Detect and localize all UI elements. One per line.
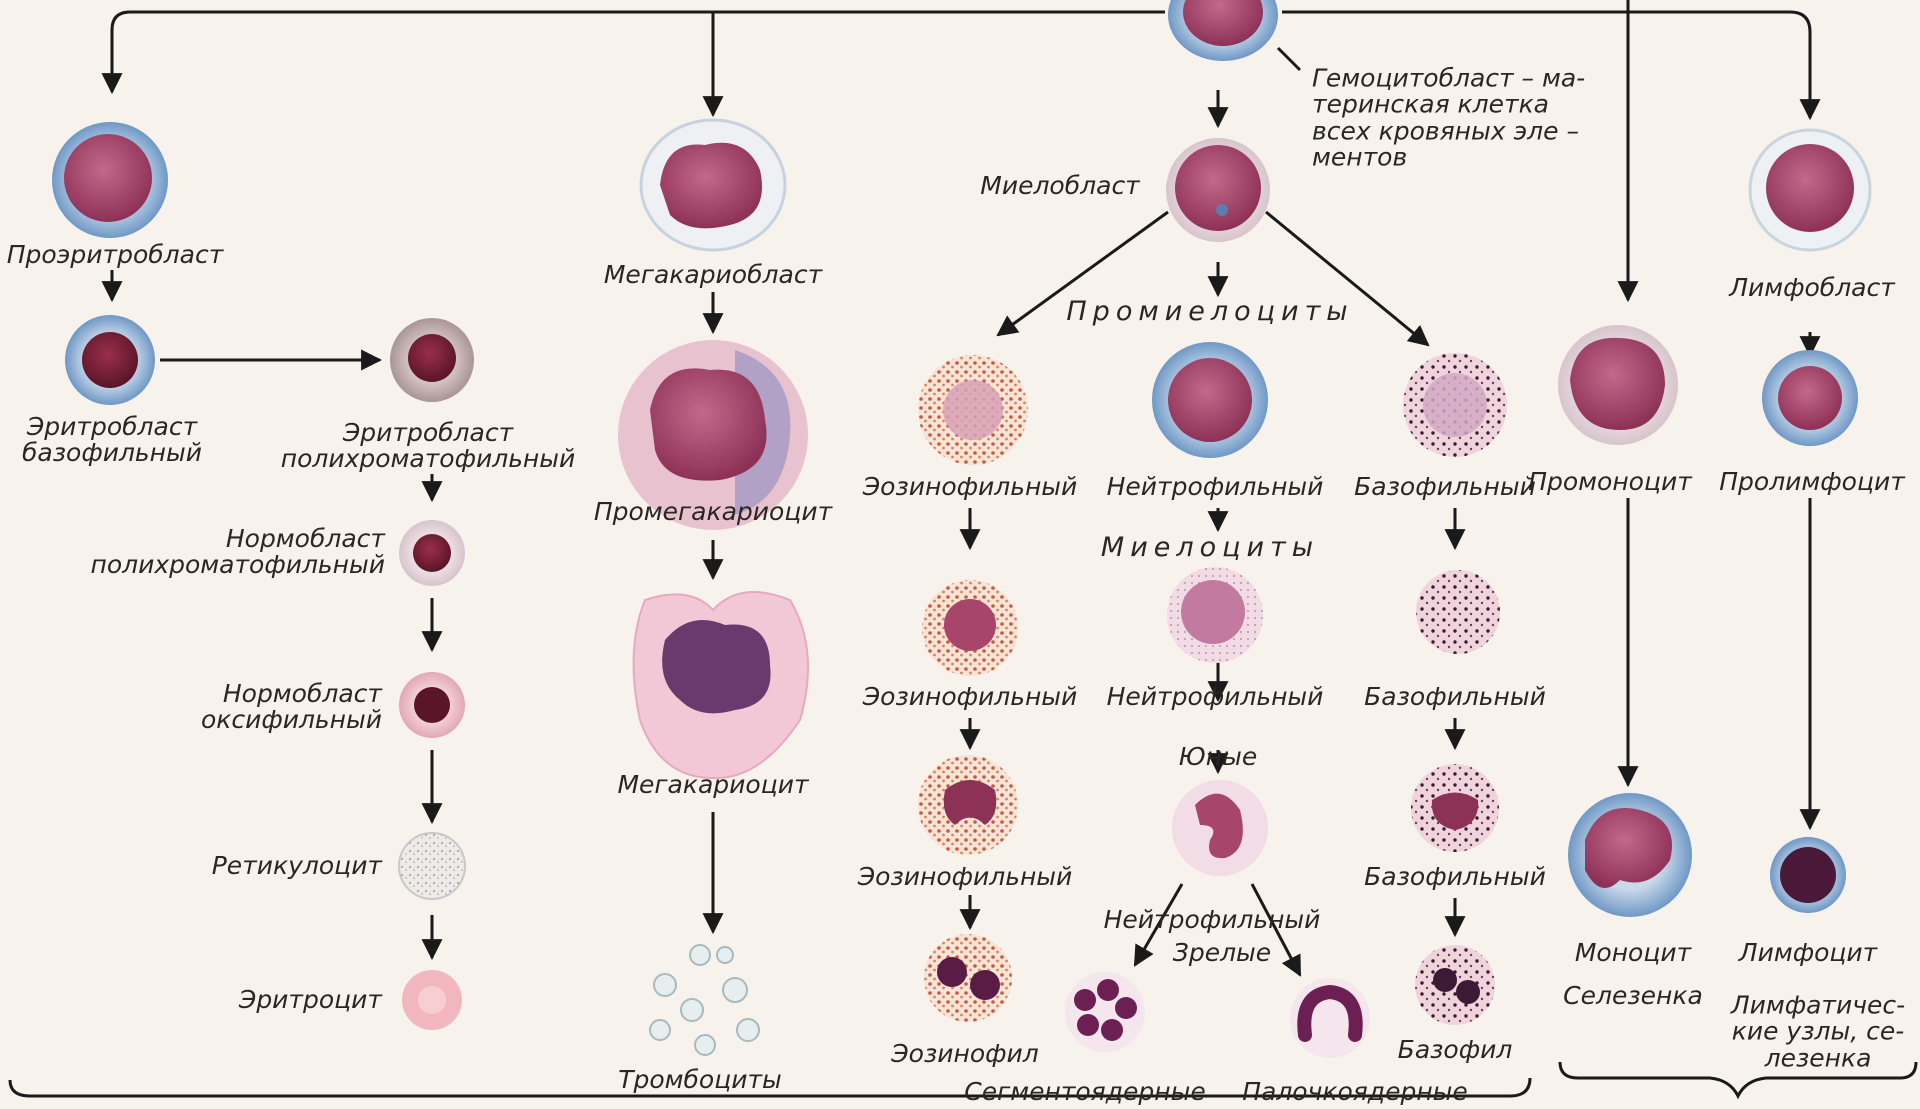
cell-myeloblast (1166, 138, 1270, 242)
label-hemocytoblast: Гемоцитобласт – ма- теринская клетка все… (1312, 66, 1585, 171)
cell-promonocyte (1558, 325, 1678, 445)
cell-eosinophil (924, 934, 1012, 1022)
arrow-top-to-proerythroblast (112, 12, 1165, 92)
label-myelocytes: Миелоциты (1101, 534, 1319, 562)
label-mature: Зрелые (1173, 940, 1271, 966)
cell-neutrophil-band (1290, 978, 1370, 1058)
cell-normoblast-oxyphilic (399, 672, 465, 738)
cell-erythroblast-basophilic (65, 315, 155, 405)
cell-proerythroblast (52, 122, 168, 238)
label-band: Палочкоядерные (1242, 1079, 1468, 1105)
label-thrombocytes: Тромбоциты (618, 1067, 782, 1093)
label-lymphoblast: Лимфобласт (1729, 275, 1895, 301)
cell-hemocytoblast (1168, 0, 1278, 61)
label-erythroblast-basophilic: Эритробласт базофильный (22, 414, 202, 467)
label-normoblast-polychromatophilic: Нормобласт полихроматофильный (90, 526, 385, 579)
label-lymph-nodes: Лимфатичес- кие узлы, се- лезенка (1731, 993, 1905, 1072)
label-reticulocyte: Ретикулоцит (212, 853, 382, 879)
cell-young-neutrophilic (1172, 780, 1268, 876)
cell-promyelocyte-eosinophilic (918, 355, 1028, 465)
label-proerythroblast: Проэритробласт (7, 242, 224, 268)
cell-young-basophilic (1411, 764, 1499, 852)
cell-basophil (1415, 945, 1495, 1025)
cell-promyelocyte-basophilic (1403, 353, 1507, 457)
label-myelocyte-basophilic: Базофильный (1364, 684, 1546, 710)
label-promyelocyte-basophilic: Базофильный (1354, 474, 1536, 500)
label-young-basophilic: Базофильный (1364, 864, 1546, 890)
cell-lymphocyte (1770, 837, 1846, 913)
cell-thrombocytes (650, 945, 759, 1055)
cell-myelocyte-basophilic (1416, 570, 1500, 654)
cell-neutrophil-segmented (1065, 972, 1145, 1052)
cell-young-eosinophilic (918, 755, 1018, 855)
label-promyelocytes: Промиелоциты (1066, 298, 1353, 326)
label-promyelocyte-eosinophilic: Эозинофильный (863, 474, 1078, 500)
label-erythroblast-polychromatophilic: Эритробласт полихроматофильный (281, 420, 576, 473)
label-megakaryocyte: Мегакариоцит (617, 772, 808, 798)
label-prolymphocyte: Пролимфоцит (1719, 469, 1905, 495)
label-promegakaryocyte: Промегакариоцит (594, 499, 832, 525)
label-spleen: Селезенка (1563, 983, 1703, 1009)
label-segmented: Сегментоядерные (964, 1079, 1205, 1105)
label-eosinophil: Эозинофил (891, 1041, 1039, 1067)
cell-promyelocyte-neutrophilic (1152, 342, 1268, 458)
label-young-eosinophilic: Эозинофильный (858, 864, 1073, 890)
label-young-neutrophilic: Нейтрофильный (1104, 907, 1321, 933)
cell-myelocyte-neutrophilic (1167, 567, 1263, 663)
label-myelocyte-neutrophilic: Нейтрофильный (1107, 684, 1324, 710)
label-myelocyte-eosinophilic: Эозинофильный (863, 684, 1078, 710)
label-basophil: Базофил (1398, 1037, 1513, 1063)
cell-lymphoblast (1750, 130, 1870, 250)
hemocytoblast-pointer (1278, 48, 1300, 70)
label-megakaryoblast: Мегакариобласт (604, 262, 822, 288)
label-normoblast-oxyphilic: Нормобласт оксифильный (201, 681, 382, 734)
label-monocyte: Моноцит (1575, 940, 1691, 966)
label-promonocyte: Промоноцит (1528, 469, 1692, 495)
cell-reticulocyte (399, 833, 465, 899)
label-promyelocyte-neutrophilic: Нейтрофильный (1107, 474, 1324, 500)
label-erythrocyte: Эритроцит (239, 987, 382, 1013)
cell-prolymphocyte (1762, 350, 1858, 446)
cell-megakaryocyte (634, 592, 808, 778)
cell-erythroblast-polychromatophilic (390, 318, 474, 402)
cell-myelocyte-eosinophilic (922, 580, 1018, 676)
label-lymphocyte: Лимфоцит (1739, 940, 1877, 966)
label-myeloblast: Миелобласт (980, 173, 1140, 199)
cell-monocyte (1568, 793, 1692, 917)
cell-megakaryoblast (641, 120, 785, 250)
cell-erythrocyte (402, 970, 462, 1030)
label-young: Юные (1179, 744, 1257, 770)
cell-normoblast-polychromatophilic (399, 520, 465, 586)
